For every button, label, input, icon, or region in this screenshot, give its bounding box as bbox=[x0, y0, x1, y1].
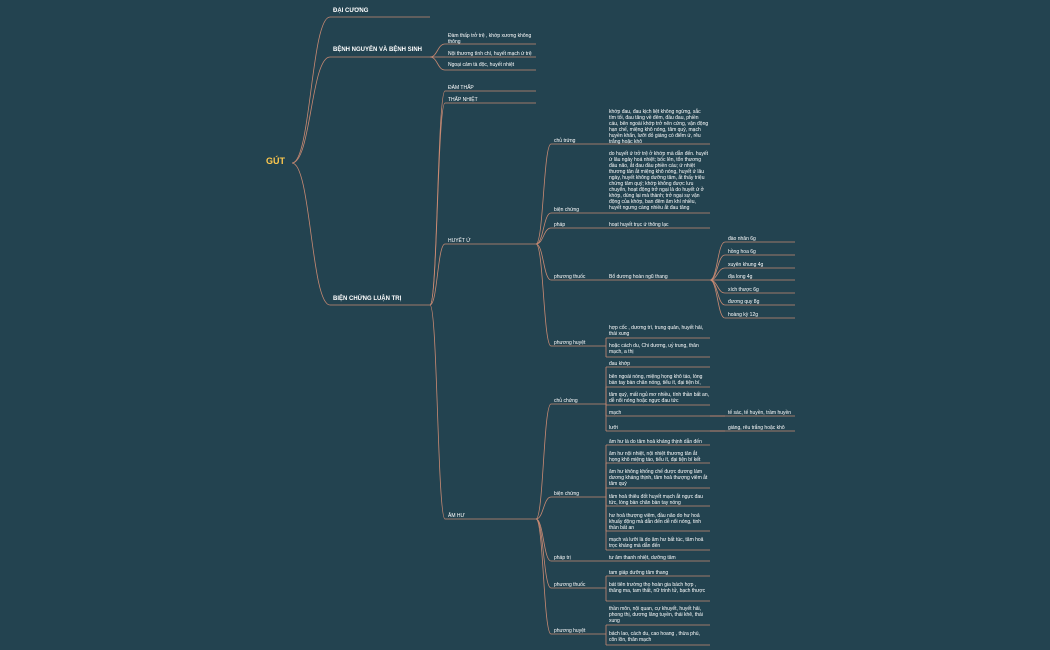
analysis-item[interactable]: mạch và lưỡi là do âm hư bất túc, tâm ho… bbox=[609, 537, 704, 549]
connector bbox=[291, 162, 331, 306]
acupoint-item[interactable]: hợp cốc , dương trì, trung quản, huyết h… bbox=[609, 325, 704, 337]
analysis-item[interactable]: âm hư không khống chế được dương làm dươ… bbox=[609, 469, 708, 487]
connector bbox=[429, 56, 446, 71]
topic-thap-nhiet[interactable]: THẤP NHIỆT bbox=[448, 97, 478, 103]
analysis-item[interactable]: hư hoả thượng viêm, đầu não do hư hoả kh… bbox=[609, 513, 702, 531]
topic-dam-thap[interactable]: ĐÀM THẤP bbox=[448, 85, 474, 91]
herb-item[interactable]: xuyên khung 4g bbox=[728, 262, 764, 268]
symptom-item[interactable]: tâm quý, mất ngủ mơ nhiều, tính thần bất… bbox=[609, 392, 710, 404]
analysis-item[interactable]: âm hư nội nhiệt, nội nhiệt thương tân ắt… bbox=[609, 451, 701, 463]
text-phap-tri: tư âm thanh nhiệt, dưỡng tâm bbox=[609, 555, 676, 561]
symptom-item[interactable]: bên ngoài nóng, miệng họng khô táo, lòng… bbox=[609, 374, 703, 386]
cause-item[interactable]: Đàm thấp trở trệ , khớp xương không thôn… bbox=[448, 33, 532, 45]
connector bbox=[535, 403, 552, 520]
label-bien-chung-huyet-u[interactable]: biện chứng bbox=[554, 207, 580, 213]
acupoint-item[interactable]: thần môn, nội quan, cự khuyết, huyết hải… bbox=[609, 606, 703, 624]
herb-item[interactable]: xích thược 6g bbox=[728, 287, 759, 293]
label-phuong-huyet-am-hu[interactable]: phương huyệt bbox=[554, 628, 586, 634]
analysis-item[interactable]: tâm hoả thiêu đốt huyết mạch ắt ngực đau… bbox=[609, 494, 703, 506]
text-chu-trung: khớp đau, đau kịch liệt không ngừng, sắc… bbox=[609, 109, 709, 145]
cause-item[interactable]: Ngoại cảm tà độc, huyết nhiệt bbox=[448, 62, 515, 68]
label-chu-chung[interactable]: chủ chứng bbox=[554, 398, 578, 404]
label-phap[interactable]: pháp bbox=[554, 222, 566, 228]
label-phap-tri[interactable]: pháp trị bbox=[554, 555, 571, 561]
herb-item[interactable]: hoàng kỳ 12g bbox=[728, 312, 759, 318]
root-topic[interactable]: GÚT bbox=[266, 156, 285, 166]
acupoint-item[interactable]: hoặc cách du, Chi dương, uỷ trung, thân … bbox=[609, 343, 699, 355]
connector bbox=[535, 496, 552, 520]
connector bbox=[291, 16, 331, 164]
connector bbox=[429, 304, 446, 520]
connector bbox=[535, 243, 552, 281]
herb-item[interactable]: đào nhân 6g bbox=[728, 236, 756, 242]
acupoint-item[interactable]: bách lao, cách du, cao hoang , thừa phù,… bbox=[609, 631, 700, 643]
connector bbox=[429, 243, 446, 306]
connector bbox=[535, 227, 552, 245]
connector bbox=[535, 212, 552, 245]
label-mach[interactable]: mạch bbox=[609, 410, 622, 416]
symptom-item[interactable]: đau khớp bbox=[609, 361, 631, 367]
label-phuong-thuoc-huyet-u[interactable]: phương thuốc bbox=[554, 274, 586, 280]
connector bbox=[429, 102, 446, 306]
formula-item[interactable]: tam giáp dưỡng tâm thang bbox=[609, 570, 669, 576]
connector bbox=[535, 518, 552, 589]
text-phuong-thuoc-huyet-u[interactable]: Bổ dương hoàn ngũ thang bbox=[609, 274, 668, 280]
label-luoi[interactable]: lưỡi bbox=[609, 425, 618, 431]
connector bbox=[535, 518, 552, 635]
connector bbox=[709, 254, 726, 281]
connector bbox=[709, 279, 726, 319]
text-phap: hoạt huyết trục ứ thông lạc bbox=[609, 222, 669, 228]
connector bbox=[291, 56, 331, 164]
label-chu-trung[interactable]: chủ trứng bbox=[554, 138, 576, 144]
cause-item[interactable]: Nội thương tình chí, huyết mạch ứ trệ bbox=[448, 51, 532, 57]
herb-item[interactable]: địa long 4g bbox=[728, 274, 753, 280]
connector bbox=[535, 243, 552, 347]
value-luoi[interactable]: giáng, rêu trắng hoặc khô bbox=[728, 425, 785, 431]
herb-item[interactable]: hồng hoa 6g bbox=[728, 249, 756, 255]
label-phuong-thuoc-am-hu[interactable]: phương thuốc bbox=[554, 582, 586, 588]
topic-dai-cuong[interactable]: ĐẠI CƯƠNG bbox=[333, 8, 369, 14]
formula-item[interactable]: bát tiên trường thọ hoàn gia bách hợp , … bbox=[609, 582, 706, 594]
topic-bien-chung-luan-tri[interactable]: BIỆN CHỨNG LUẬN TRỊ bbox=[333, 296, 402, 302]
topic-benh-nguyen[interactable]: BỆNH NGUYÊN VÀ BỆNH SINH bbox=[333, 47, 423, 53]
text-bien-chung-huyet-u: do huyết ứ trở trệ ở khớp mà dẫn đến. hu… bbox=[609, 151, 709, 211]
label-bien-chung-am-hu[interactable]: biện chứng bbox=[554, 491, 580, 497]
connector bbox=[535, 143, 552, 245]
label-phuong-huyet-huyet-u[interactable]: phương huyệt bbox=[554, 340, 586, 346]
herb-item[interactable]: đương quy 8g bbox=[728, 299, 760, 305]
analysis-item[interactable]: âm hư là do tâm hoả kháng thịnh dẫn đến bbox=[609, 439, 702, 445]
topic-huyet-u[interactable]: HUYẾT Ứ bbox=[448, 238, 471, 244]
topic-am-hu[interactable]: ÂM HƯ bbox=[448, 513, 465, 519]
value-mach[interactable]: tế sác, tế huyền, trầm huyền bbox=[728, 410, 792, 416]
